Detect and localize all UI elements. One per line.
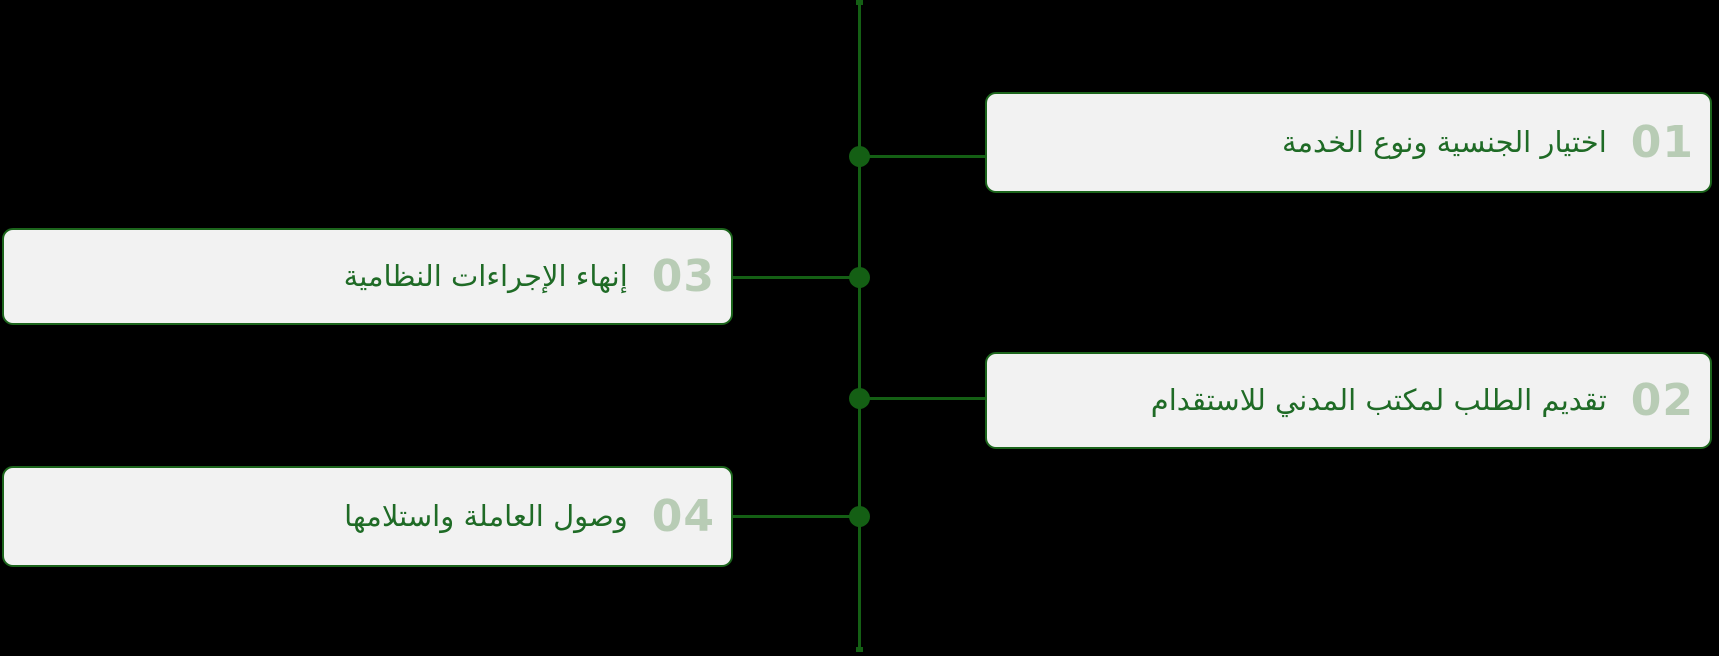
step-card-02: 02 تقديم الطلب لمكتب المدني للاستقدام — [985, 352, 1712, 449]
step-label: إنهاء الإجراءات النظامية — [343, 258, 628, 293]
step-card-01: 01 اختيار الجنسية ونوع الخدمة — [985, 92, 1712, 193]
step-label: تقديم الطلب لمكتب المدني للاستقدام — [1150, 382, 1607, 417]
step-card-04: 04 وصول العاملة واستلامها — [2, 466, 733, 567]
step-label: اختيار الجنسية ونوع الخدمة — [1281, 124, 1607, 159]
timeline-dot-step-03 — [849, 267, 870, 288]
connector-step-02 — [860, 397, 986, 400]
timeline-line-top-cap — [856, 0, 863, 5]
timeline-dot-step-04 — [849, 506, 870, 527]
connector-step-01 — [860, 155, 986, 158]
step-number: 01 — [1630, 116, 1694, 168]
connector-step-04 — [733, 515, 860, 518]
timeline-dot-step-01 — [849, 146, 870, 167]
step-number: 02 — [1630, 374, 1694, 426]
timeline-dot-step-02 — [849, 388, 870, 409]
connector-step-03 — [733, 276, 860, 279]
step-card-03: 03 إنهاء الإجراءات النظامية — [2, 228, 733, 325]
timeline-line-bottom-cap — [856, 647, 863, 652]
step-number: 04 — [651, 490, 715, 542]
timeline-vertical-line — [858, 0, 861, 652]
step-label: وصول العاملة واستلامها — [344, 498, 628, 533]
step-number: 03 — [651, 250, 715, 302]
